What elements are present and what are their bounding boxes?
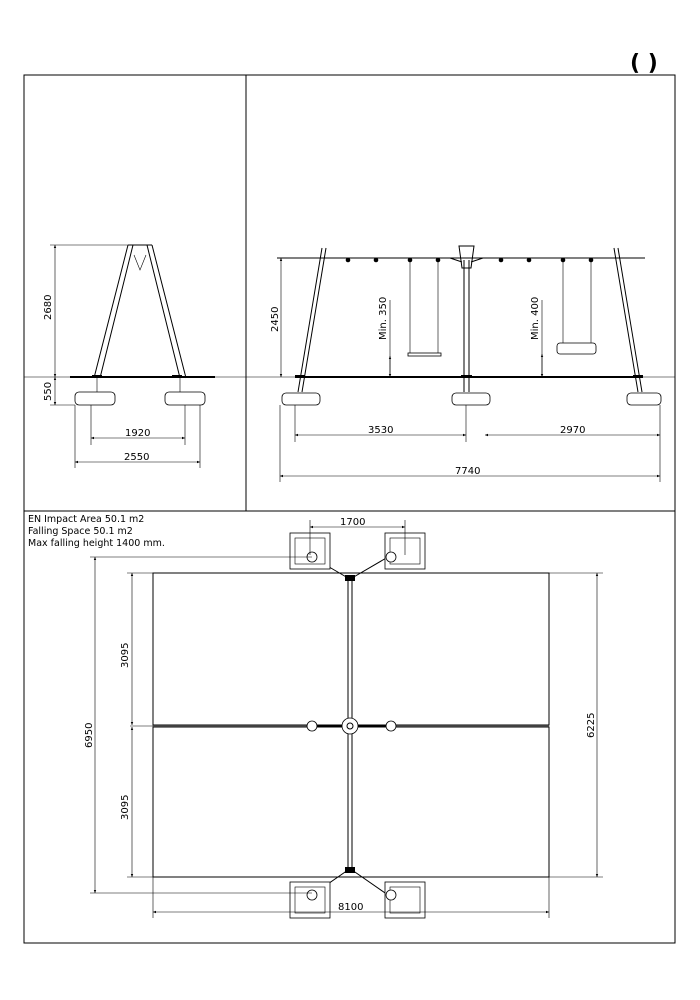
note-impact-area: EN Impact Area 50.1 m2 [28,514,144,525]
dim-height: 2680 [43,295,54,320]
drawing-frame [23,74,676,944]
flat-seat [407,352,442,357]
note-falling-space: Falling Space 50.1 m2 [28,526,133,537]
dim-overall-depth: 6950 [84,723,95,748]
footing [164,391,206,406]
dim-half-depth-top: 3095 [120,643,131,668]
dim-min-clearance-flat: Min. 350 [378,297,389,340]
plan-view: EN Impact Area 50.1 m2 Falling Space 50.… [28,514,603,919]
dim-min-clearance-tire: Min. 400 [530,297,541,340]
side-view: 2680 550 1920 2550 [24,244,675,468]
impact-area-top [152,572,550,726]
footing [626,392,662,406]
footing [451,392,491,406]
front-view: 2450 Min. 350 Min. 400 3530 2970 7740 [270,245,662,482]
dim-height: 2450 [270,307,281,332]
footing [281,392,321,406]
tire-seat [556,342,597,355]
note-max-height: Max falling height 1400 mm. [28,538,165,549]
footing [74,391,116,406]
dim-overall-length: 7740 [455,466,480,477]
dim-half-depth-bottom: 3095 [120,795,131,820]
dim-inner-width: 1920 [125,428,150,439]
dim-right-bay: 2970 [560,425,585,436]
dim-foundation: 550 [43,382,54,401]
dim-foot-spacing: 1700 [340,517,365,528]
logo: ( ) [630,51,658,76]
dim-area-width: 8100 [338,902,363,913]
dim-area-depth: 6225 [586,713,597,738]
impact-area-bottom [152,726,550,878]
dim-left-bay: 3530 [368,425,393,436]
dim-outer-width: 2550 [124,452,149,463]
